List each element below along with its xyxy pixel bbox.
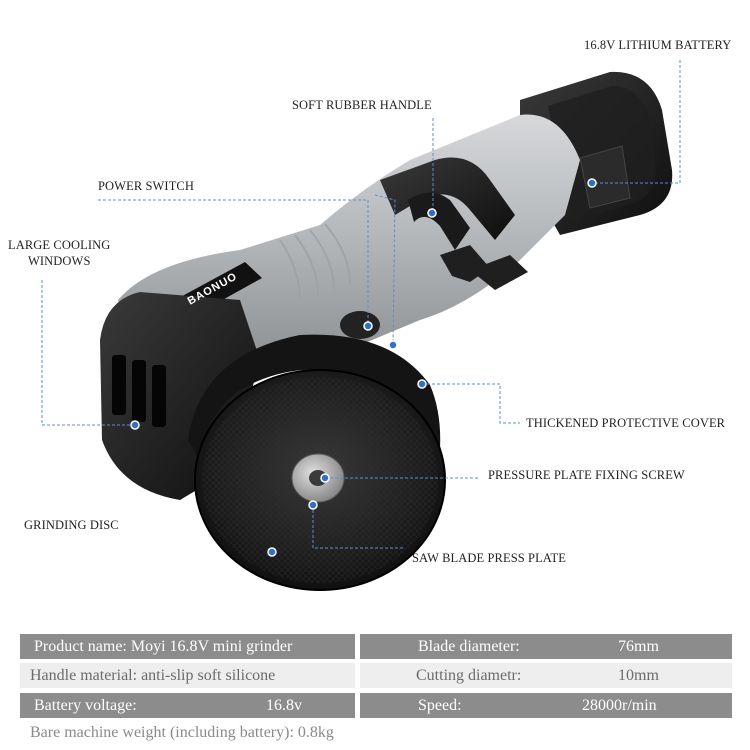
callout-cooling-line1: LARGE COOLING [8,238,111,252]
grinding-disc [194,369,446,591]
spec-battery-label: Battery voltage: [34,697,137,714]
callout-handle: SOFT RUBBER HANDLE [292,98,432,112]
spec-product-name: Product name: Moyi 16.8V mini grinder [20,634,355,659]
callout-dots [130,178,597,557]
callout-power-switch: POWER SWITCH [98,179,194,193]
spec-blade-label: Blade diameter: [418,638,520,655]
callout-disc: GRINDING DISC [24,518,119,532]
callout-cooling-line2: WINDOWS [28,254,91,268]
spec-row-3: Battery voltage: 16.8v Speed: 28000r/min [0,693,750,718]
callout-screw: PRESSURE PLATE FIXING SCREW [488,468,685,482]
motor-body [118,114,580,360]
grinder-illustration: BAONUO [41,60,681,591]
spec-blade-cell: Blade diameter: 76mm [360,634,732,659]
spec-speed-label: Speed: [418,697,462,714]
spec-cutting-value: 10mm [618,667,659,684]
spec-speed-value: 28000r/min [582,697,657,714]
protective-cover [188,334,441,480]
callout-cover: THICKENED PROTECTIVE COVER [526,416,726,430]
spec-cutting-cell: Cutting diametr: 10mm [360,663,732,688]
cooling-windows [112,355,166,427]
spec-row-1: Product name: Moyi 16.8V mini grinder Bl… [0,634,750,659]
spec-battery-cell: Battery voltage: 16.8v [20,693,355,718]
callout-lines [41,60,681,549]
spec-cutting-label: Cutting diametr: [416,667,522,684]
spec-handle-material: Handle material: anti-slip soft silicone [20,663,355,688]
spec-weight-note: Bare machine weight (including battery):… [30,724,334,741]
callout-battery: 16.8V LITHIUM BATTERY [584,38,732,52]
spec-battery-value: 16.8v [266,697,302,714]
callout-press-plate: SAW BLADE PRESS PLATE [412,551,567,565]
spec-row-2: Handle material: anti-slip soft silicone… [0,663,750,688]
spec-speed-cell: Speed: 28000r/min [360,693,732,718]
spec-blade-value: 76mm [618,638,659,655]
